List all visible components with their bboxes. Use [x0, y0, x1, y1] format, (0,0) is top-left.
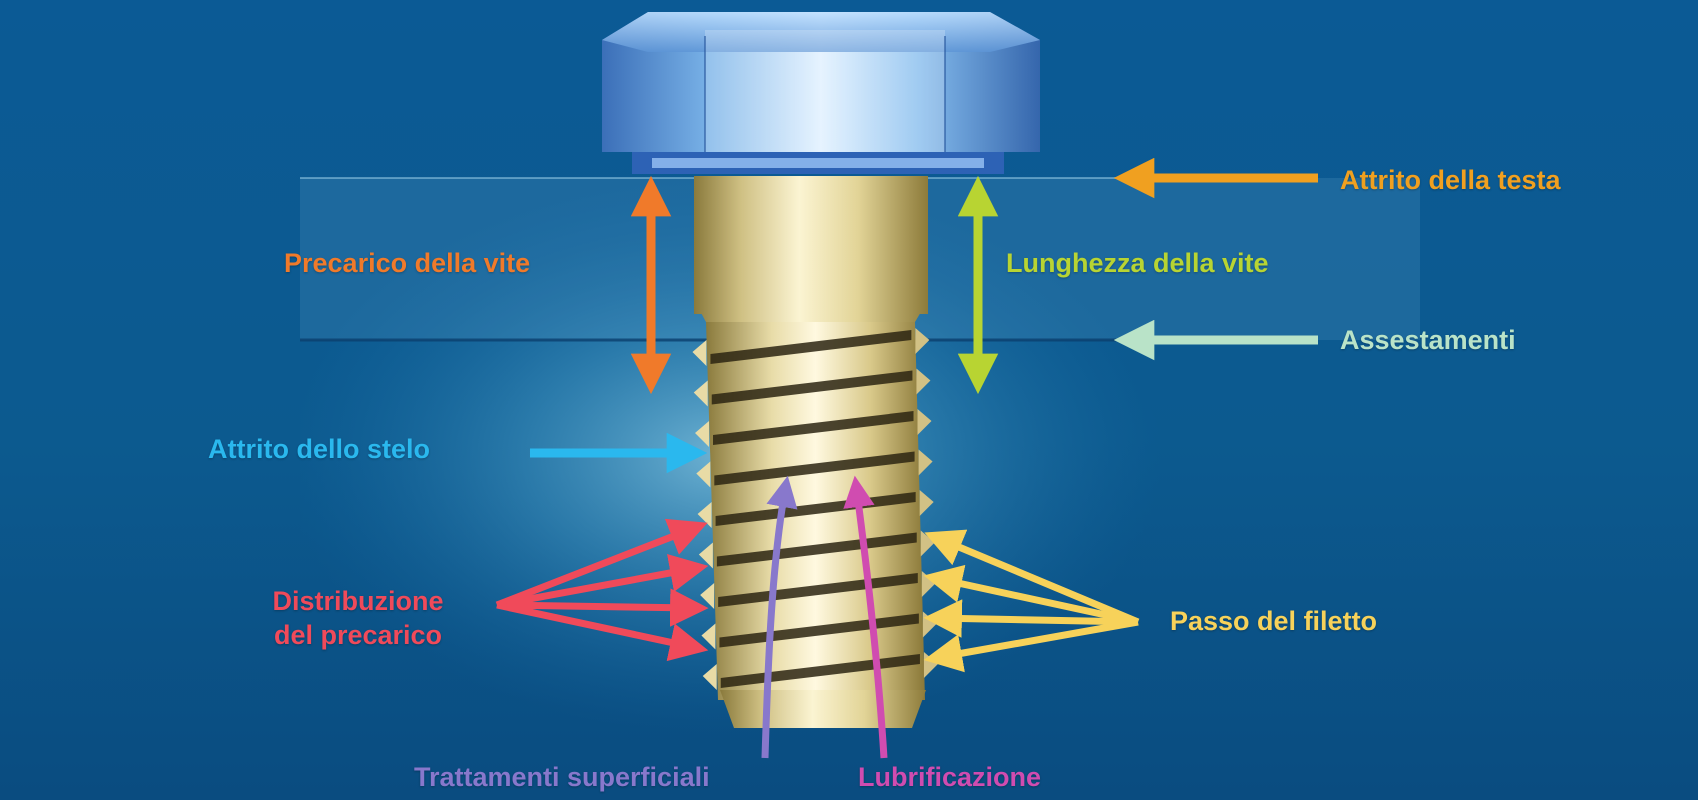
thread-pitch-arrows: [923, 529, 1140, 673]
shank-friction-label: Attrito dello stelo: [208, 434, 430, 464]
bolt-head: [602, 12, 1040, 174]
preload-distribution-label-line2: del precarico: [273, 620, 443, 650]
settlements-label: Assestamenti: [1340, 325, 1516, 355]
preload-distribution-arrow: [496, 601, 709, 662]
lubrication-arrow: [843, 475, 888, 759]
thread-pitch-label: Passo del filetto: [1170, 606, 1378, 636]
thread-crest-right: [918, 449, 933, 476]
preload-distribution-arrows: [495, 518, 709, 662]
preload-distribution-label-line1: Distribuzione: [272, 586, 444, 616]
thread-crest-right: [916, 368, 931, 395]
preload-distribution-arrow: [495, 518, 708, 609]
head-friction-label: Attrito della testa: [1340, 165, 1561, 195]
thread-crest-right: [919, 490, 934, 516]
preload-distribution-arrow: [496, 588, 709, 627]
thread-pitch-arrow: [923, 618, 1139, 673]
screw-preload-label: Precarico della vite: [284, 248, 531, 278]
thread-crest-left: [702, 664, 717, 690]
thread-pitch-arrow: [923, 599, 1139, 638]
surface-treatments-label: Trattamenti superficiali: [414, 762, 710, 792]
surface-treatments-arrow: [761, 475, 798, 759]
thread-pitch-arrow: [924, 529, 1140, 626]
bolt-shank: [694, 176, 928, 322]
thread-crest-left: [693, 380, 708, 407]
bolt-threads: [692, 322, 938, 700]
thread-groove: [711, 370, 913, 405]
thread-crest-left: [697, 502, 712, 528]
thread-groove: [714, 451, 915, 486]
lubrication-label: Lubrificazione: [858, 762, 1042, 792]
thread-pitch-arrow: [923, 564, 1139, 626]
thread-groove: [713, 411, 914, 445]
thread-crest-right: [915, 328, 930, 354]
thread-crest-right: [917, 409, 932, 435]
preload-distribution-label: Distribuzione del precarico: [238, 584, 478, 652]
thread-crest-left: [692, 340, 707, 366]
thread-groove: [710, 330, 912, 364]
thread-crest-left: [701, 623, 716, 650]
preload-distribution-arrow: [496, 553, 709, 609]
bolt-tip: [720, 690, 926, 728]
thread-groove: [716, 532, 917, 567]
screw-length-label: Lunghezza della vite: [1006, 248, 1269, 278]
